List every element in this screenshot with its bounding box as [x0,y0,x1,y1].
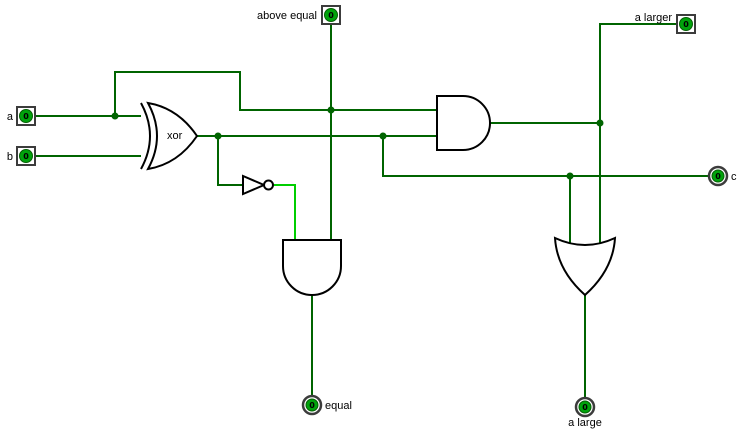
pin-b-disc [19,149,33,163]
pin-above-equal-value: 0 [328,11,334,20]
pin-a-larger-disc [679,17,693,31]
pin-a[interactable]: 0 [16,106,36,126]
wire-xor-out-to-c[interactable] [382,136,709,177]
pin-a-larger-label: a larger [635,12,673,24]
pin-a-larger-value: 0 [683,20,689,29]
pin-b[interactable]: 0 [16,146,36,166]
pin-above-equal-disc [324,8,338,22]
pin-a-large-value: 0 [582,403,588,412]
pin-equal-value: 0 [309,401,315,410]
wire-not-out-to-and[interactable] [274,184,296,242]
pin-a-large[interactable]: 0 [574,396,596,418]
pin-a-disc [19,109,33,123]
and-gate-top[interactable] [436,95,491,151]
xor-gate-back-arc[interactable] [140,102,151,170]
pin-b-value: 0 [23,152,29,161]
pin-c[interactable]: 0 [707,165,729,187]
junction-dot [111,112,119,120]
pin-c-disc [711,169,725,183]
wires-low [35,23,709,398]
pin-a-large-label: a large [568,417,602,429]
wire-xor-out-to-not[interactable] [217,136,244,186]
pin-c-value: 0 [715,172,721,181]
gates [140,95,617,297]
pin-equal-disc [305,398,319,412]
or-gate[interactable] [553,236,617,297]
junction-dot [379,132,387,140]
junction-dot [327,106,335,114]
pin-a-label: a [7,111,14,123]
pin-c-label: c [731,171,737,183]
pin-a-larger[interactable]: 0 [676,14,696,34]
not-gate-bubble[interactable] [263,179,274,191]
not-gate[interactable] [242,174,267,196]
pin-b-label: b [7,151,13,163]
junction-dots [111,106,604,180]
labels: a b above equal a larger c equal a large… [7,10,737,429]
pin-above-equal[interactable]: 0 [321,5,341,25]
and-gate-bottom[interactable] [282,239,342,296]
pin-equal-label: equal [325,400,352,412]
pin-a-large-disc [578,400,592,414]
pin-a-value: 0 [23,112,29,121]
wires-high [274,184,296,242]
wire-a-branch-to-and[interactable] [114,71,437,116]
pin-equal[interactable]: 0 [301,394,323,416]
junction-dot [566,172,574,180]
xor-gate-label: xor [167,130,183,142]
junction-dot [596,119,604,127]
pin-above-equal-label: above equal [257,10,317,22]
xor-gate[interactable] [146,101,199,171]
junction-dot [214,132,222,140]
wire-alarger-or-vertical[interactable] [599,23,677,245]
